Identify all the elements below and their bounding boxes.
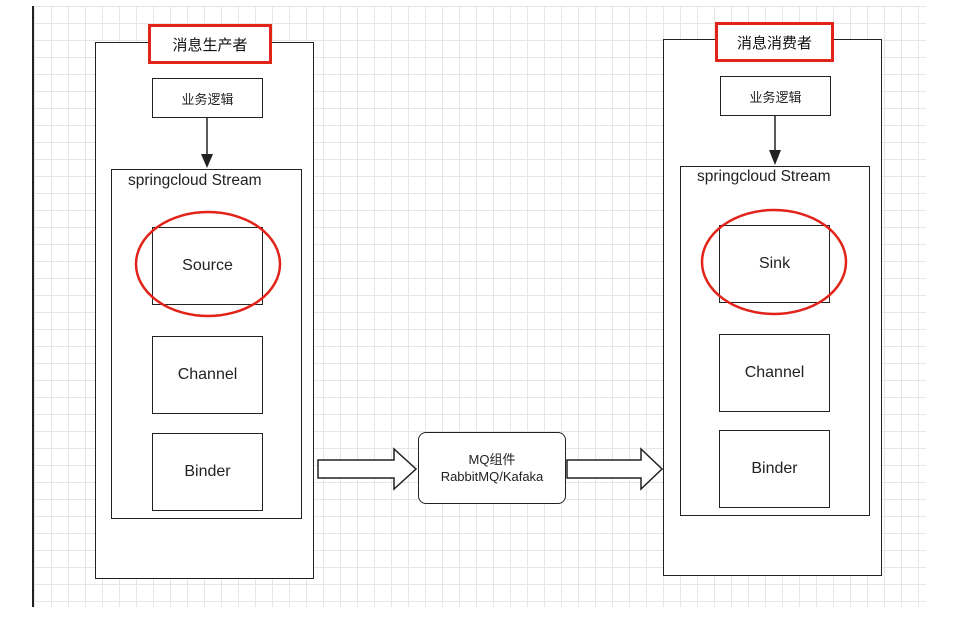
- consumer-sink-box: Sink: [719, 225, 830, 303]
- producer-stream-label: springcloud Stream: [128, 172, 262, 189]
- producer-channel-box: Channel: [152, 336, 263, 414]
- consumer-stream-label: springcloud Stream: [697, 168, 831, 185]
- consumer-business-logic: 业务逻辑: [720, 76, 831, 116]
- consumer-channel-box: Channel: [719, 334, 830, 412]
- mq-component-box: MQ组件 RabbitMQ/Kafaka: [418, 432, 566, 504]
- left-border-line: [32, 6, 34, 607]
- consumer-title: 消息消费者: [715, 22, 834, 62]
- producer-source-box: Source: [152, 227, 263, 305]
- mq-line1: MQ组件: [468, 452, 516, 467]
- producer-title: 消息生产者: [148, 24, 272, 64]
- producer-binder-box: Binder: [152, 433, 263, 511]
- mq-line2: RabbitMQ/Kafaka: [440, 469, 544, 484]
- producer-business-logic: 业务逻辑: [152, 78, 263, 118]
- consumer-binder-box: Binder: [719, 430, 830, 508]
